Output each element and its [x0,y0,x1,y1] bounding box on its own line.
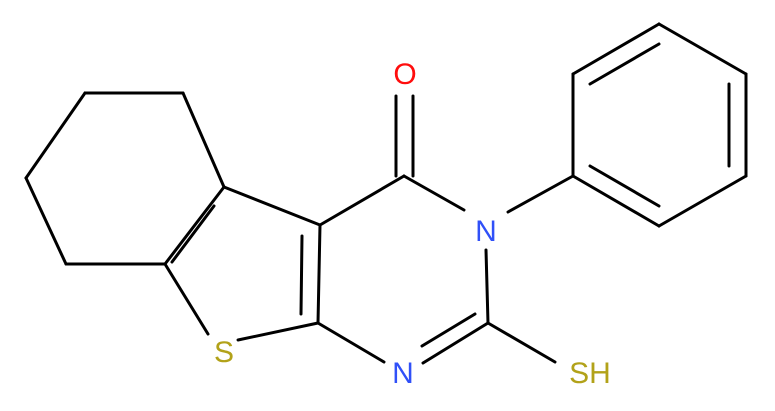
bond [402,174,466,212]
bond [420,312,477,348]
bond [486,321,557,364]
atom-label-nitrogen-1: N [392,357,414,390]
atom-label-nitrogen-3: N [475,215,497,248]
bond [170,204,216,264]
bond [299,234,304,316]
bonds [24,22,748,365]
bond [222,185,322,227]
bond [588,164,661,208]
bond [421,321,490,365]
bond [506,174,575,214]
bond [484,248,490,325]
bond [571,174,661,228]
bond [657,174,748,228]
bond [316,223,322,325]
bond [657,22,748,76]
bond [571,22,661,76]
bond [588,42,661,86]
bond [24,176,68,266]
atom-labels: O N S N SH [214,58,611,390]
bond [163,262,210,336]
bond [163,185,226,266]
atom-label-thiol: SH [569,357,611,390]
atom-label-oxygen: O [393,58,416,91]
bond [24,91,87,180]
atom-label-sulfur-ring: S [214,336,234,369]
bond [181,91,226,189]
bond [318,174,406,227]
bond [316,321,386,364]
bond [236,321,320,342]
